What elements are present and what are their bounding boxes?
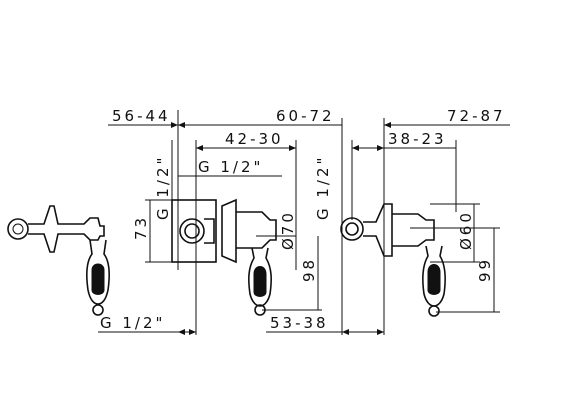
- dim-label-56-44: 56-44: [112, 107, 171, 125]
- valve-port-outer: [179, 218, 205, 244]
- tap-center: [221, 198, 296, 316]
- tap-right-handle-fill: [427, 264, 441, 295]
- dim-label-d70-group: Ø70: [279, 210, 297, 250]
- dim-label-99-group: 99: [476, 257, 494, 282]
- tap-right-knob: [428, 305, 440, 317]
- thread-label-vertical-right-group: G 1/2": [314, 155, 332, 220]
- dim-label-d60: Ø60: [457, 210, 475, 250]
- valve-nut: [204, 218, 215, 244]
- tap-left-lever: [86, 239, 110, 305]
- tap-right-rosette: [363, 203, 393, 257]
- dim-label-98-group: 98: [300, 257, 318, 282]
- thread-label-horizontal: G 1/2": [198, 158, 263, 176]
- dim-label-98: 98: [300, 257, 318, 282]
- dim-label-38-23: 38-23: [388, 130, 447, 148]
- tap-left-cap-inner: [12, 223, 24, 235]
- tap-left-cap: [7, 218, 29, 240]
- tap-right-port-inner: [345, 222, 359, 236]
- tap-left-body: [28, 205, 105, 253]
- dim-label-99: 99: [476, 257, 494, 282]
- tap-center-lever: [248, 247, 272, 307]
- dim-arrows-right: [352, 122, 391, 151]
- dim-label-73: 73: [132, 215, 150, 240]
- tap-center-knob: [254, 304, 266, 316]
- thread-label-vertical-left: G 1/2": [154, 155, 172, 220]
- dim-label-d70: Ø70: [279, 210, 297, 250]
- dim-label-73-group: 73: [132, 215, 150, 240]
- tap-right-body: [392, 213, 435, 247]
- dim-label-d60-group: Ø60: [457, 210, 475, 250]
- tap-left-side-view: [7, 205, 110, 316]
- valve-box: [171, 199, 217, 263]
- valve-body-center: [171, 199, 217, 263]
- tap-center-body: [236, 211, 277, 249]
- tap-center-rosette: [221, 198, 237, 264]
- tap-right: [340, 203, 446, 317]
- dim-label-72-87: 72-87: [447, 107, 506, 125]
- dim-label-42-30: 42-30: [225, 130, 284, 148]
- tap-right-port-outer: [340, 217, 364, 241]
- dim-label-53-38: 53-38: [270, 314, 329, 332]
- thread-label-bottom: G 1/2": [100, 314, 165, 332]
- tap-center-handle-fill: [253, 266, 267, 297]
- valve-port-inner: [184, 223, 200, 239]
- arrows-thread-bottom: [178, 329, 196, 335]
- dim-label-60-72: 60-72: [276, 107, 335, 125]
- thread-label-vertical-right: G 1/2": [314, 155, 332, 220]
- thread-label-vertical-left-group: G 1/2": [154, 155, 172, 220]
- tap-left-knob: [92, 304, 104, 316]
- tap-left-handle-fill: [91, 263, 105, 295]
